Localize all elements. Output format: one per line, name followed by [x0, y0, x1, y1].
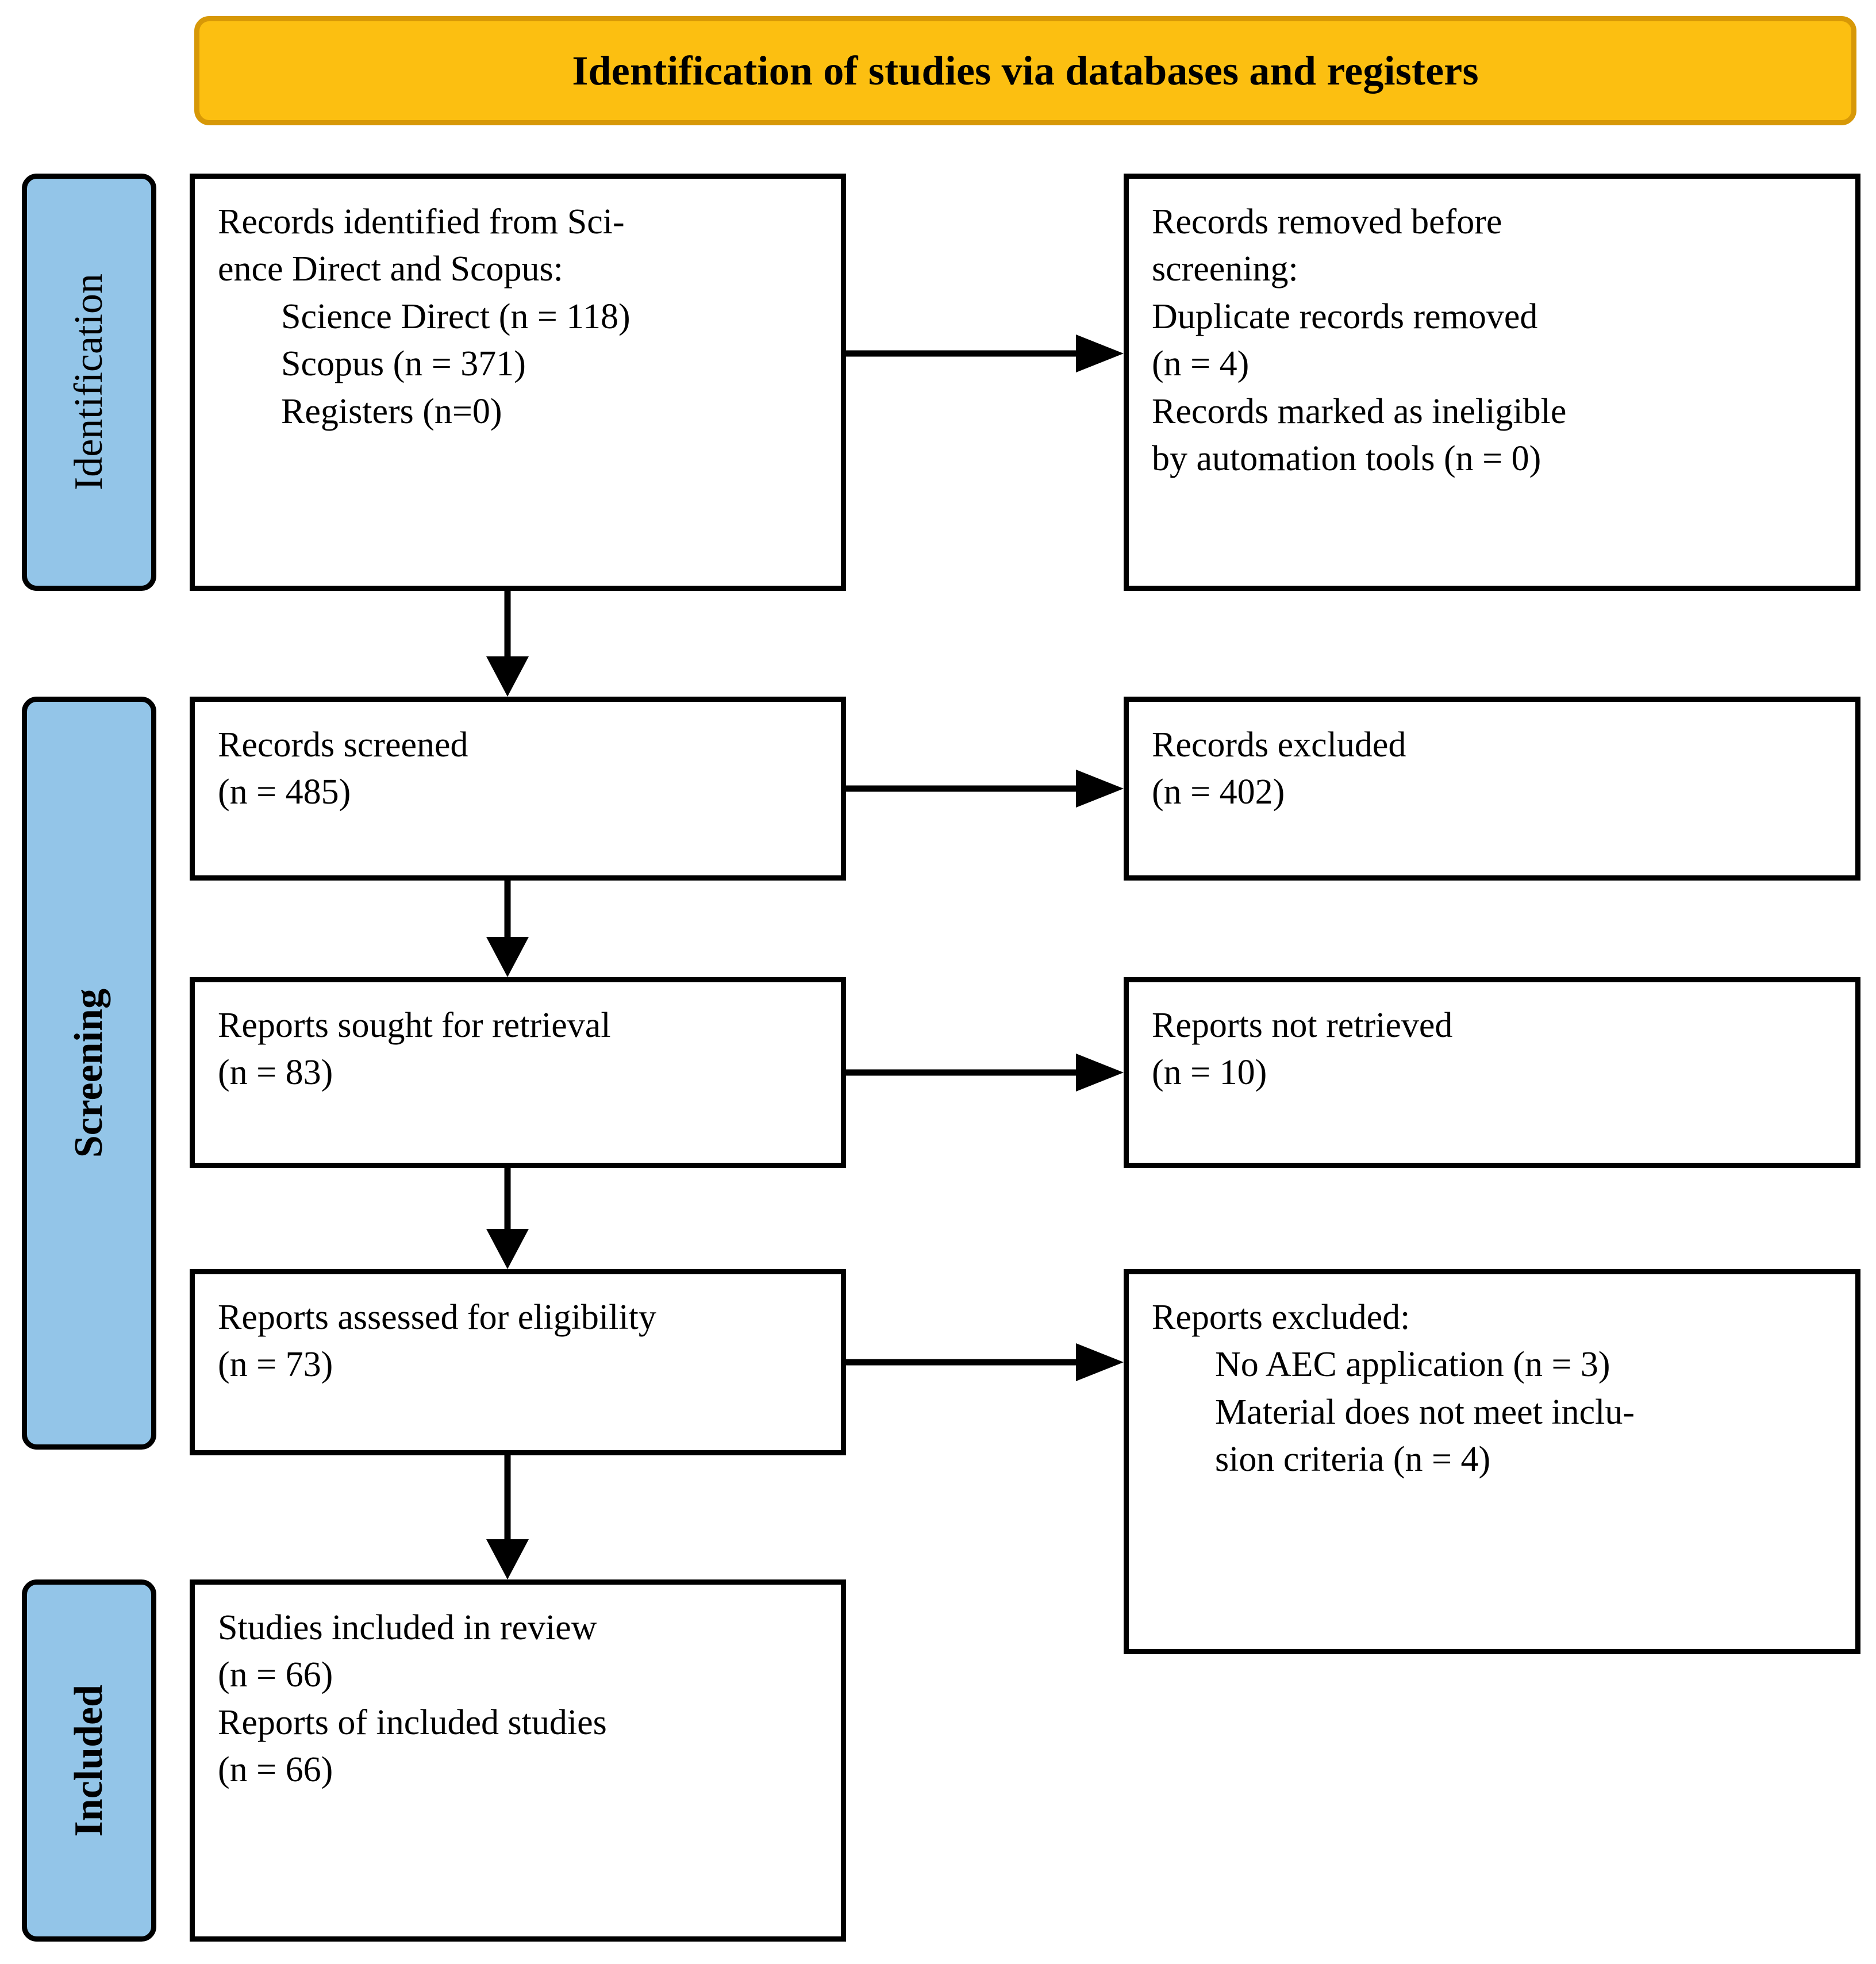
arrow-assessed-to-reports-excluded	[846, 1336, 1124, 1388]
box-reports-assessed: Reports assessed for eligibility (n = 73…	[190, 1269, 846, 1455]
records-identified-line2: ence Direct and Scopus:	[218, 249, 563, 289]
reports-assessed-count: (n = 73)	[218, 1345, 333, 1385]
diagram-header-banner: Identification of studies via databases …	[194, 16, 1856, 125]
reports-sought-label: Reports sought for retrieval	[218, 1006, 611, 1045]
arrow-screened-to-sought	[482, 881, 533, 977]
box-reports-not-retrieved: Reports not retrieved (n = 10)	[1124, 977, 1860, 1168]
box-records-identified: Records identified from Sci- ence Direct…	[190, 174, 846, 591]
box-records-removed: Records removed before screening: Duplic…	[1124, 174, 1860, 591]
records-excluded-label: Records excluded	[1152, 725, 1406, 764]
records-removed-line1: Records removed before	[1152, 202, 1502, 241]
records-removed-ineligible: Records marked as ineligible	[1152, 391, 1567, 431]
reports-excluded-material-2: sion criteria (n = 4)	[1215, 1440, 1491, 1479]
stage-label-screening: Screening	[22, 697, 156, 1450]
reports-excluded-no-aec: No AEC application (n = 3)	[1215, 1345, 1610, 1385]
reports-assessed-label: Reports assessed for eligibility	[218, 1298, 656, 1337]
records-identified-registers: Registers (n=0)	[281, 391, 502, 431]
records-removed-ineligible-count: by automation tools (n = 0)	[1152, 439, 1541, 479]
stage-label-included-text: Included	[67, 1684, 111, 1837]
records-excluded-count: (n = 402)	[1152, 772, 1285, 812]
stage-label-identification: Identification	[22, 174, 156, 591]
stage-label-included: Included	[22, 1579, 156, 1942]
box-studies-included: Studies included in review (n = 66) Repo…	[190, 1579, 846, 1942]
records-screened-label: Records screened	[218, 725, 468, 764]
records-removed-duplicates-count: (n = 4)	[1152, 344, 1250, 384]
studies-included-count: (n = 66)	[218, 1655, 333, 1695]
studies-included-label: Studies included in review	[218, 1608, 597, 1647]
arrow-identified-to-screened	[482, 591, 533, 697]
arrow-sought-to-assessed	[482, 1168, 533, 1269]
reports-excluded-material-1: Material does not meet inclu-	[1215, 1392, 1635, 1432]
box-records-screened: Records screened (n = 485)	[190, 697, 846, 881]
records-screened-count: (n = 485)	[218, 772, 351, 812]
arrow-identified-to-removed	[846, 328, 1124, 379]
stage-label-screening-text: Screening	[67, 988, 111, 1158]
reports-not-retrieved-count: (n = 10)	[1152, 1053, 1267, 1093]
records-identified-science-direct: Science Direct (n = 118)	[281, 297, 631, 336]
box-reports-excluded: Reports excluded: No AEC application (n …	[1124, 1269, 1860, 1654]
diagram-title: Identification of studies via databases …	[572, 47, 1479, 94]
arrow-screened-to-excluded	[846, 763, 1124, 814]
box-reports-sought: Reports sought for retrieval (n = 83)	[190, 977, 846, 1168]
stage-label-identification-text: Identification	[67, 274, 111, 491]
records-removed-line2: screening:	[1152, 249, 1298, 289]
records-identified-scopus: Scopus (n = 371)	[281, 344, 526, 384]
reports-sought-count: (n = 83)	[218, 1053, 333, 1093]
records-removed-duplicates: Duplicate records removed	[1152, 297, 1538, 336]
reports-included-count: (n = 66)	[218, 1750, 333, 1790]
records-identified-line1: Records identified from Sci-	[218, 202, 625, 241]
arrow-assessed-to-included	[482, 1455, 533, 1579]
reports-excluded-label: Reports excluded:	[1152, 1298, 1410, 1337]
reports-included-label: Reports of included studies	[218, 1702, 607, 1742]
arrow-sought-to-not-retrieved	[846, 1047, 1124, 1098]
box-records-excluded: Records excluded (n = 402)	[1124, 697, 1860, 881]
reports-not-retrieved-label: Reports not retrieved	[1152, 1006, 1453, 1045]
